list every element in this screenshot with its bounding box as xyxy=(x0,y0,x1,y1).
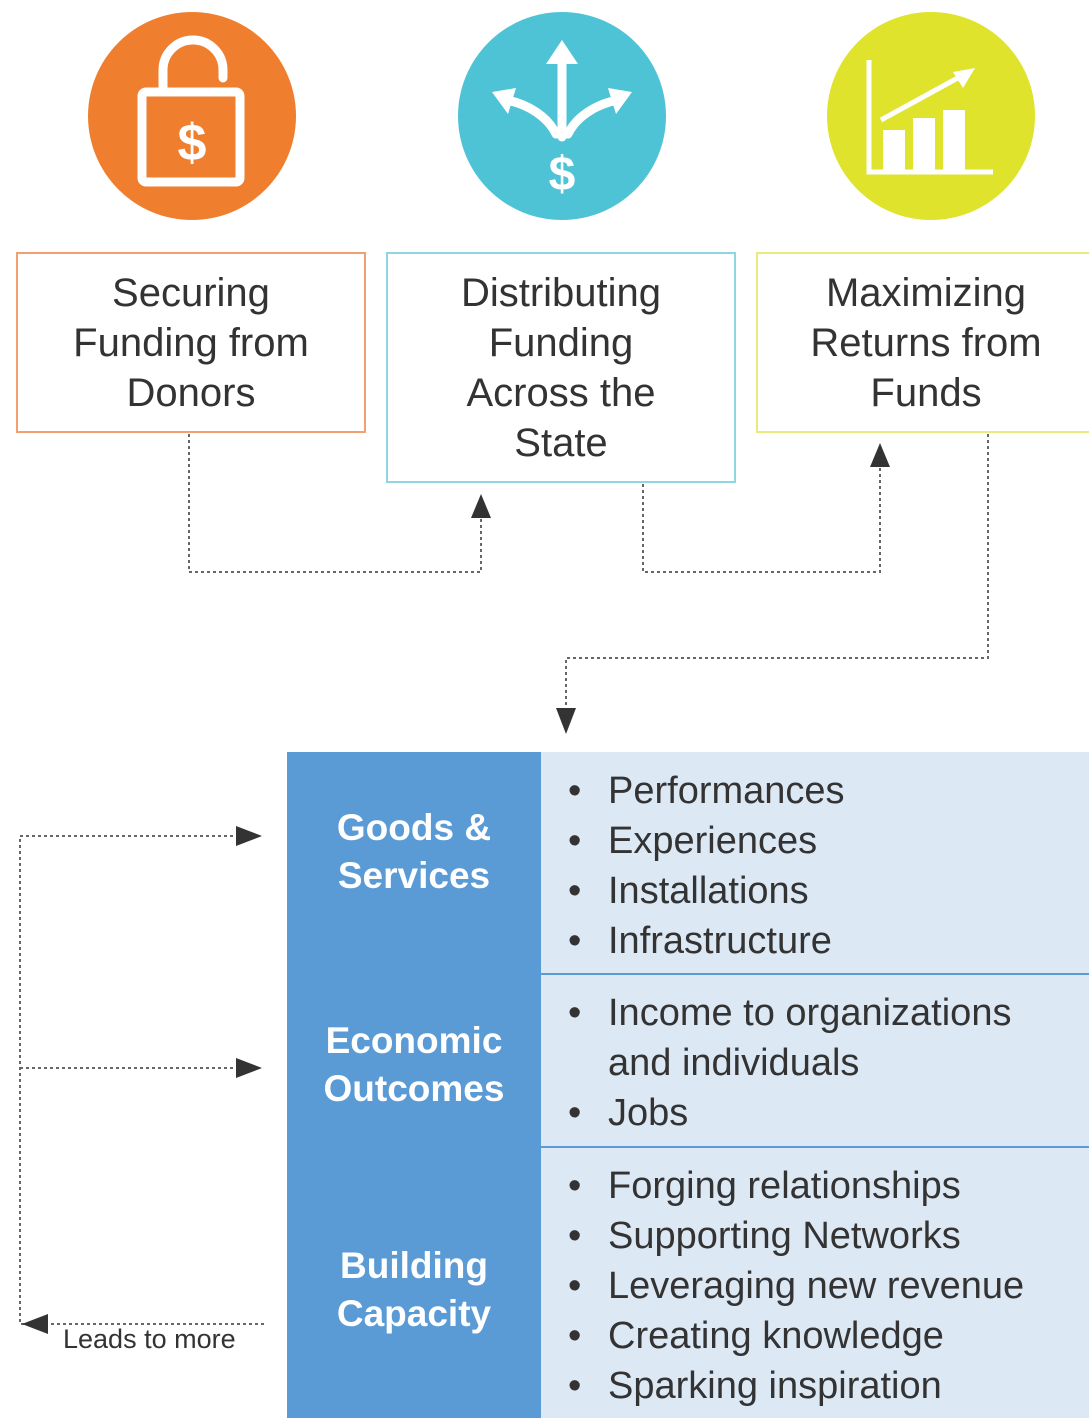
list-item: Experiences xyxy=(568,816,845,866)
arrowhead-right-goods xyxy=(236,826,262,846)
row-separator xyxy=(541,1146,1089,1148)
economic-outcomes-list: Income to organizations and individuals … xyxy=(568,988,1011,1138)
arrowhead-right-economic xyxy=(236,1058,262,1078)
building-capacity-list: Forging relationships Supporting Network… xyxy=(568,1161,1024,1411)
list-item: Jobs xyxy=(568,1088,1011,1138)
goods-services-list: Performances Experiences Installations I… xyxy=(568,766,845,966)
feedback-loop-line xyxy=(19,836,264,1325)
branching-arrows-dollar-icon: $ xyxy=(492,40,632,201)
arrowhead-up-distributing xyxy=(471,494,491,518)
category-building-capacity: Building Capacity xyxy=(336,1245,492,1334)
row-separator xyxy=(541,973,1089,975)
arrowhead-down-outcomes xyxy=(556,708,576,734)
distributing-funding-circle: $ xyxy=(458,12,666,220)
list-item: Leveraging new revenue xyxy=(568,1261,1024,1311)
securing-funding-circle: $ xyxy=(88,12,296,220)
stage-distributing-funding: Distributing Funding Across the State xyxy=(386,252,736,483)
list-item: Creating knowledge xyxy=(568,1311,1024,1361)
arrowhead-up-maximizing xyxy=(870,443,890,467)
connector-maximizing-to-outcomes xyxy=(565,434,989,710)
category-goods-services: Goods & Services xyxy=(336,807,492,896)
rising-bar-chart-icon xyxy=(866,60,993,175)
list-item: Infrastructure xyxy=(568,916,845,966)
stage-maximizing-returns: Maximizing Returns from Funds xyxy=(756,252,1089,433)
dollar-sign: $ xyxy=(549,148,576,201)
dollar-sign: $ xyxy=(178,114,207,172)
list-item: Income to organizations and individuals xyxy=(568,988,1011,1088)
connector-distributing-to-maximizing xyxy=(642,462,881,573)
stage-securing-funding: Securing Funding from Donors xyxy=(16,252,366,433)
category-economic-outcomes: Economic Outcomes xyxy=(323,1020,505,1109)
maximizing-returns-circle xyxy=(827,12,1035,220)
connector-securing-to-distributing xyxy=(188,434,482,573)
categories-column xyxy=(287,752,541,1418)
list-item: Sparking inspiration xyxy=(568,1361,1024,1411)
list-item: Installations xyxy=(568,866,845,916)
feedback-label: Leads to more xyxy=(63,1324,236,1354)
list-item: Supporting Networks xyxy=(568,1211,1024,1261)
unlocked-padlock-dollar-icon: $ xyxy=(137,35,245,187)
list-item: Forging relationships xyxy=(568,1161,1024,1211)
list-item: Performances xyxy=(568,766,845,816)
arrowhead-left-feedback xyxy=(22,1314,48,1334)
